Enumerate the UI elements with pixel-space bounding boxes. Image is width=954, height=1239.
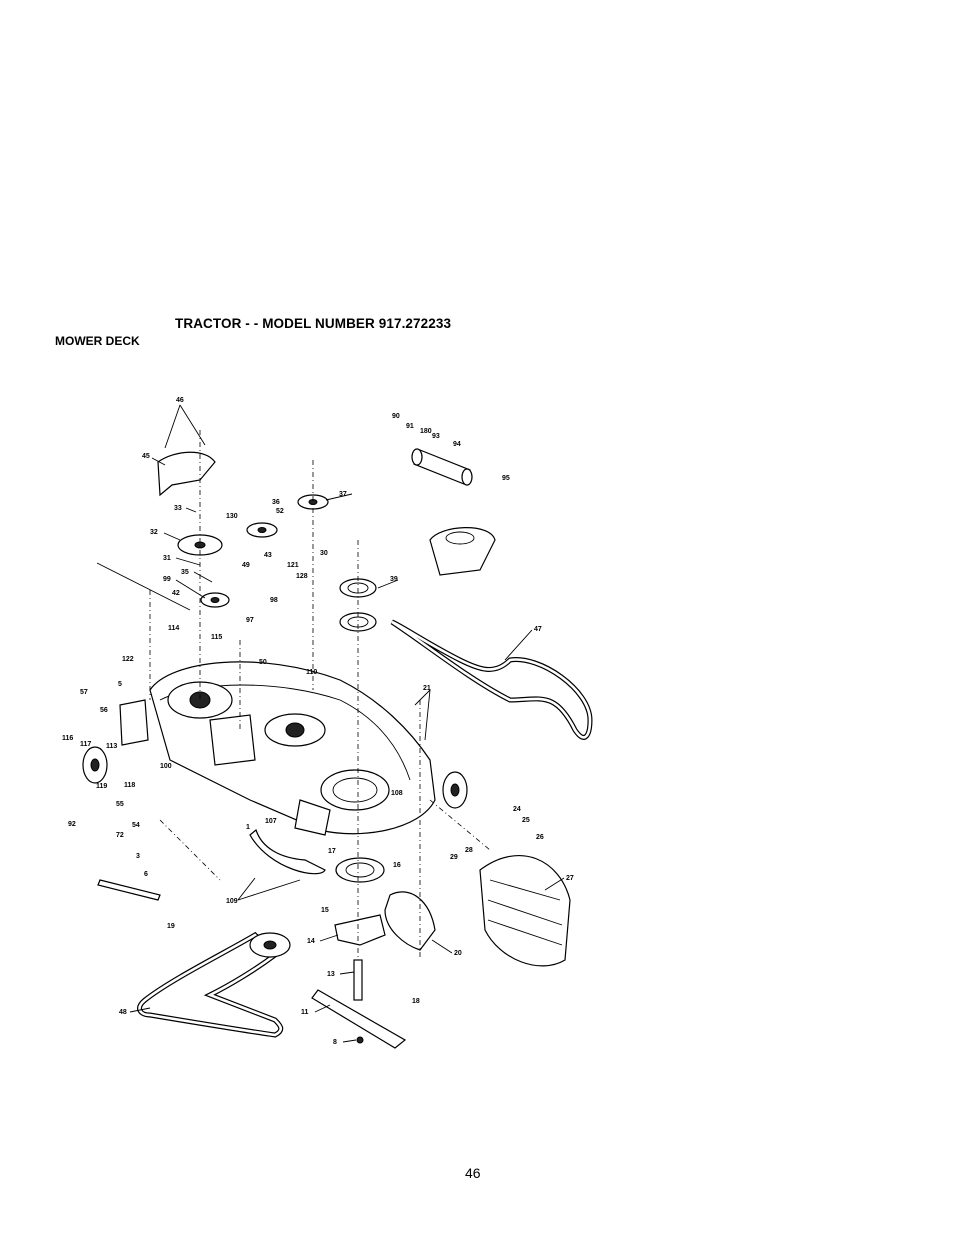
part-label: 28 <box>465 847 473 854</box>
part-label: 35 <box>181 569 189 576</box>
part-label: 33 <box>174 505 182 512</box>
part-label: 99 <box>163 576 171 583</box>
baffle <box>384 891 436 951</box>
spindle-and-blade <box>311 914 407 1049</box>
part-label: 116 <box>62 735 73 742</box>
part-labels: 46 45 33 32 31 35 99 42 130 49 36 52 37 … <box>62 397 574 1046</box>
belt-cover-left <box>157 451 216 497</box>
part-label: 108 <box>391 790 403 797</box>
part-label: 11 <box>301 1009 309 1016</box>
belt-guide-rod <box>96 562 191 611</box>
gauge-wheel-left <box>82 746 108 784</box>
part-label: 97 <box>246 617 254 624</box>
part-label: 24 <box>513 806 521 813</box>
part-label: 107 <box>265 818 277 825</box>
part-label: 32 <box>150 529 158 536</box>
part-label: 3 <box>136 853 140 860</box>
part-label: 36 <box>272 499 280 506</box>
part-label: 8 <box>333 1039 337 1046</box>
part-label: 27 <box>566 875 574 882</box>
part-label: 98 <box>270 597 278 604</box>
part-label: 48 <box>119 1009 127 1016</box>
part-label: 26 <box>536 834 544 841</box>
part-label: 91 <box>406 423 414 430</box>
part-label: 117 <box>80 741 91 748</box>
part-label: 109 <box>226 898 238 905</box>
page-title: TRACTOR - - MODEL NUMBER 917.272233 <box>175 316 452 331</box>
part-label: 47 <box>534 626 542 633</box>
leader-lines <box>129 404 565 1043</box>
part-label: 50 <box>259 659 267 666</box>
part-label: 114 <box>168 625 179 632</box>
part-label: 54 <box>132 822 140 829</box>
part-label: 20 <box>454 950 462 957</box>
part-label: 25 <box>522 817 530 824</box>
part-label: 19 <box>167 923 175 930</box>
part-label: 6 <box>144 871 148 878</box>
mower-deck-housing <box>119 661 436 836</box>
part-label: 46 <box>176 397 184 404</box>
part-label: 37 <box>339 491 347 498</box>
part-label: 130 <box>226 513 238 520</box>
deflector-shield <box>249 828 326 875</box>
part-label: 180 <box>420 428 432 435</box>
part-label: 113 <box>106 743 117 750</box>
part-label: 17 <box>328 848 336 855</box>
part-label: 13 <box>327 971 335 978</box>
part-label: 57 <box>80 689 88 696</box>
part-label: 92 <box>68 821 76 828</box>
part-label: 95 <box>502 475 510 482</box>
part-label: 93 <box>432 433 440 440</box>
part-label: 15 <box>321 907 329 914</box>
part-label: 100 <box>160 763 172 770</box>
part-label: 72 <box>116 832 124 839</box>
part-label: 1 <box>246 824 250 831</box>
part-label: 5 <box>118 681 122 688</box>
part-label: 115 <box>211 634 222 641</box>
part-label: 42 <box>172 590 180 597</box>
part-label: 52 <box>276 508 284 515</box>
section-title: MOWER DECK <box>55 334 140 348</box>
part-label: 121 <box>287 562 299 569</box>
part-label: 118 <box>124 782 135 789</box>
part-label: 94 <box>453 441 461 448</box>
drive-belt-48 <box>137 931 291 1038</box>
part-label: 14 <box>307 938 315 945</box>
part-label: 49 <box>242 562 250 569</box>
part-label: 110 <box>306 669 317 676</box>
part-label: 45 <box>142 453 150 460</box>
idler-roller <box>411 448 473 486</box>
front-link <box>97 879 161 901</box>
part-label: 90 <box>392 413 400 420</box>
drive-belt-47 <box>390 619 593 740</box>
discharge-chute <box>479 854 571 967</box>
page-number: 46 <box>465 1165 481 1181</box>
part-label: 30 <box>320 550 328 557</box>
gauge-wheel-right <box>442 771 468 809</box>
part-label: 18 <box>412 998 420 1005</box>
part-label: 21 <box>423 685 431 692</box>
belt-cover-right <box>429 527 496 576</box>
part-label: 43 <box>264 552 272 559</box>
part-label: 56 <box>100 707 108 714</box>
part-label: 122 <box>122 656 134 663</box>
part-label: 29 <box>450 854 458 861</box>
pulley-stack-left <box>177 494 329 608</box>
part-label: 31 <box>163 555 171 562</box>
part-label: 128 <box>296 573 308 580</box>
part-label: 39 <box>390 576 398 583</box>
part-label: 55 <box>116 801 124 808</box>
part-label: 119 <box>96 783 107 790</box>
part-label: 16 <box>393 862 401 869</box>
